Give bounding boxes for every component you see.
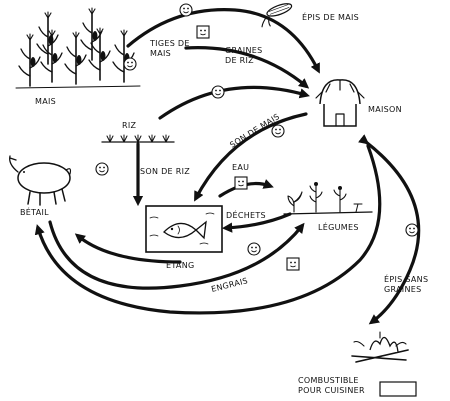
label-maison: MAISON: [368, 105, 402, 114]
smiley-face-icon: [196, 25, 210, 39]
label-dechets: DÉCHETS: [226, 209, 266, 220]
mood-faces: [95, 3, 419, 271]
smiley-face-icon: [95, 162, 109, 176]
label-legumes: LÉGUMES: [318, 221, 359, 232]
smiley-face-icon: [271, 124, 285, 138]
house-icon: [315, 79, 365, 127]
label-mais: MAIS: [35, 97, 56, 106]
vegetable-plants-icon: [283, 182, 373, 215]
label-son-de-riz: SON DE RIZ: [140, 167, 190, 176]
arrow-graines-de-riz: [158, 85, 310, 120]
corn-cob-icon: [261, 3, 293, 28]
arrow-epis-de-mais: [126, 8, 320, 74]
arrow-dechets: [221, 212, 292, 233]
smiley-face-icon: [179, 3, 193, 17]
empty-box: [379, 381, 417, 397]
fish-icon: [163, 220, 207, 240]
smiley-face-icon: [286, 257, 300, 271]
label-epis-de-mais: ÉPIS DE MAIS: [302, 11, 359, 22]
smiley-face-icon: [247, 242, 261, 256]
label-eau: EAU: [232, 163, 249, 172]
label-betail: BÉTAIL: [20, 206, 49, 217]
smiley-face-icon: [211, 85, 225, 99]
smiley-face-icon: [123, 57, 137, 71]
label-riz: RIZ: [122, 121, 137, 130]
arrow-etang-vers-betail: [74, 233, 182, 264]
arrow-epis-sans-graines: [358, 134, 421, 325]
pig-icon: [9, 155, 72, 206]
corn-plants-icon: [15, 7, 141, 89]
arrow-engrais: [48, 220, 305, 290]
firewood-icon: [351, 331, 409, 363]
smiley-face-icon: [234, 176, 248, 190]
rice-plants-icon: [101, 134, 175, 143]
label-etang: ÉTANG: [166, 259, 194, 270]
smiley-face-icon: [405, 223, 419, 237]
arrow-son-de-mais: [194, 112, 308, 202]
arrow-tiges-de-mais: [184, 46, 310, 89]
